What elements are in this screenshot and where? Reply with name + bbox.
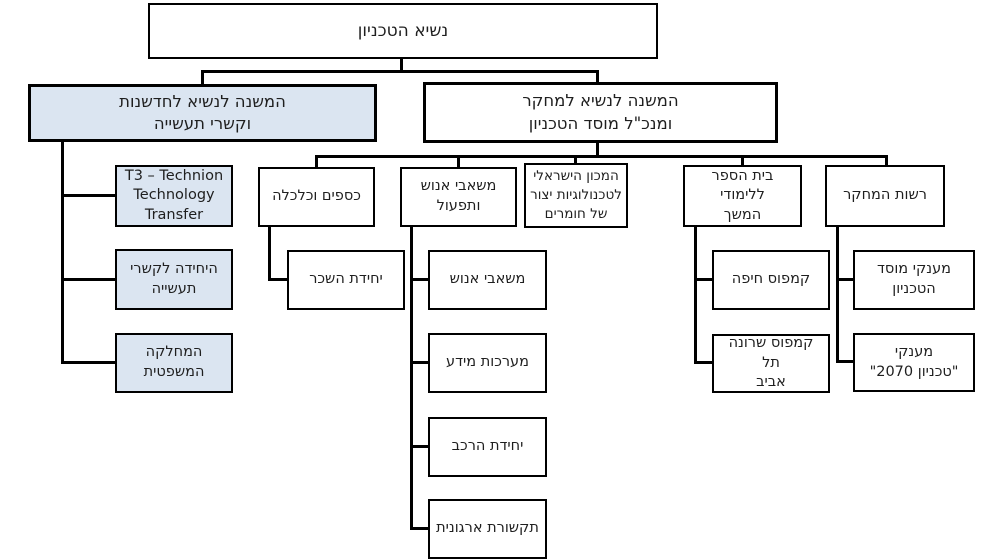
connector-materials-drop: [574, 155, 577, 165]
node-continuing-education-school: בית הספר ללימודי המשך: [683, 165, 802, 227]
connector-info-systems-branch: [410, 361, 430, 364]
connector-finance-stem: [268, 227, 271, 281]
node-salary-unit: יחידת השכר: [287, 250, 405, 310]
connector-salary-branch: [268, 278, 289, 281]
connector-president-drop: [400, 59, 403, 71]
connector-continuing-ed-drop: [741, 155, 744, 167]
connector-vehicle-branch: [410, 445, 430, 448]
node-information-systems: מערכות מידע: [428, 333, 547, 393]
connector-haifa-branch: [694, 278, 714, 281]
connector-finance-drop: [315, 155, 318, 168]
connector-vp-innovation-drop: [201, 70, 204, 85]
node-finance-economics: כספים וכלכלה: [258, 167, 375, 227]
connector-level3-rail: [315, 155, 888, 158]
connector-t3-branch: [61, 194, 117, 197]
node-haifa-campus: קמפוס חיפה: [712, 250, 830, 310]
node-research-authority: רשות המחקר: [825, 165, 945, 227]
connector-innovation-stem: [61, 142, 64, 364]
connector-legal-branch: [61, 361, 117, 364]
connector-continuing-ed-stem: [694, 227, 697, 364]
node-materials-institute: המכון הישראלי לטכנולוגיות יצור של חומרים: [524, 163, 628, 228]
connector-technion2070-branch: [836, 360, 855, 363]
node-legal-department: המחלקה המשפטית: [115, 333, 233, 393]
node-hr-operations: משאבי אנוש ותפעול: [400, 167, 517, 227]
connector-hr-ops-stem: [410, 227, 413, 530]
node-organizational-communication: תקשורת ארגונית: [428, 499, 547, 559]
node-president: נשיא הטכניון: [148, 3, 658, 59]
connector-vp-research-drop: [596, 70, 599, 83]
node-technion-2070-grants: מענקי "טכניון 2070": [853, 333, 975, 392]
node-technion-institute-grants: מענקי מוסד הטכניון: [853, 250, 975, 310]
connector-sarona-branch: [694, 361, 714, 364]
connector-level2-rail: [201, 70, 599, 73]
node-industry-liaison-unit: היחידה לקשרי תעשייה: [115, 249, 233, 310]
connector-hr-branch: [410, 278, 430, 281]
node-sarona-tel-aviv-campus: קמפוס שרונה תל אביב: [712, 334, 830, 393]
node-vp-research: המשנה לנשיא למחקר ומנכ"ל מוסד הטכניון: [423, 82, 778, 143]
node-vp-innovation: המשנה לנשיא לחדשנות וקשרי תעשייה: [28, 84, 377, 142]
node-vehicle-unit: יחידת הרכב: [428, 417, 547, 477]
connector-industry-liaison-branch: [61, 278, 117, 281]
connector-research-authority-stem: [836, 227, 839, 363]
connector-org-comm-branch: [410, 527, 430, 530]
connector-technion-grants-branch: [836, 278, 855, 281]
node-t3-technology-transfer: T3 – Technion Technology Transfer: [115, 165, 233, 227]
connector-hr-ops-drop: [457, 155, 460, 168]
connector-research-authority-drop: [885, 155, 888, 167]
connector-research-stem: [596, 142, 599, 155]
node-human-resources: משאבי אנוש: [428, 250, 547, 310]
